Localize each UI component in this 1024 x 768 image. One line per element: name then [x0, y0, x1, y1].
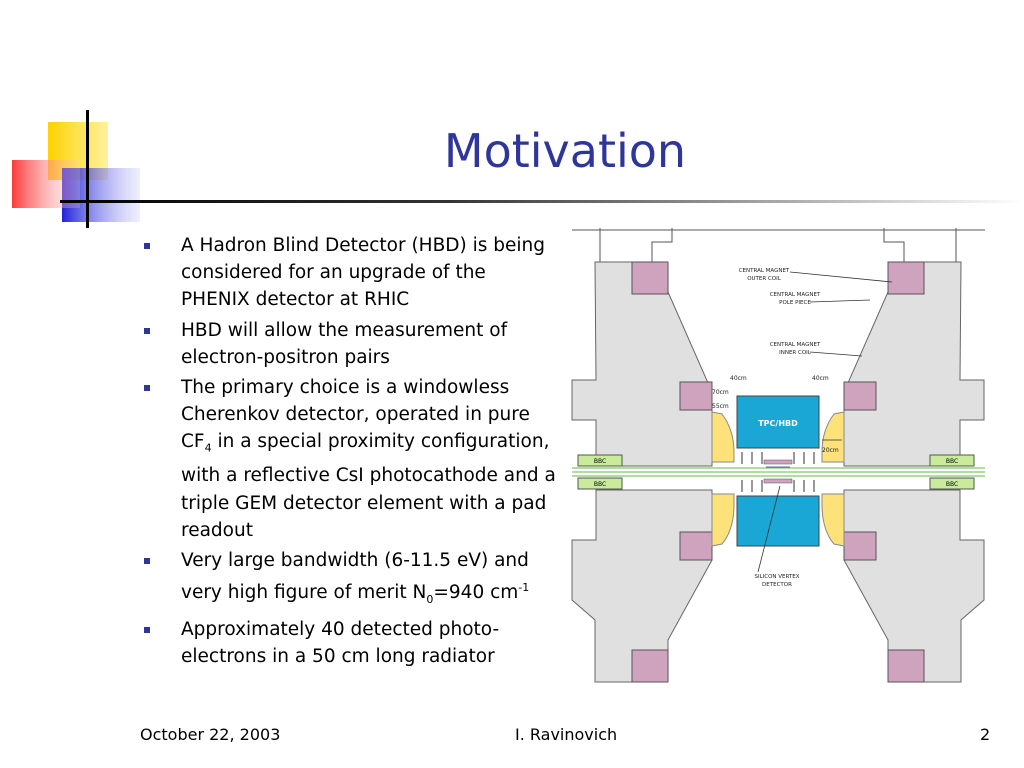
footer-date: October 22, 2003: [140, 725, 281, 744]
tpc-hbd-upper: [736, 395, 820, 449]
bbc-label-4: BBC: [946, 481, 958, 488]
footer-page-number: 2: [980, 725, 991, 744]
title-rule: [60, 200, 1024, 203]
dim-70cm: 70cm: [712, 389, 729, 396]
dimension-labels: 40cm 40cm 70cm 55cm 20cm: [712, 375, 839, 454]
bullet-list: A Hadron Blind Detector (HBD) is being c…: [140, 232, 560, 674]
magnet-coils: [631, 261, 925, 683]
bbc-detectors: [577, 454, 975, 490]
bullet-bandwidth: Very large bandwidth (6-11.5 eV) and ver…: [140, 547, 560, 613]
bbc-label-1: BBC: [594, 458, 606, 465]
subscript: 4: [204, 442, 212, 456]
bullet-measurement: HBD will allow the measurement of electr…: [140, 317, 560, 371]
dim-40cm-right: 40cm: [812, 375, 829, 382]
bbc-label-3: BBC: [946, 458, 958, 465]
tpc-hbd-label: TPC/HBD: [758, 419, 798, 428]
bullet-text: =940 cm: [433, 582, 519, 604]
beam-pipe: [572, 467, 985, 477]
bullet-text: The primary choice is a windowless Chere…: [181, 377, 530, 453]
magnet-labels: CENTRAL MAGNET OUTER COIL CENTRAL MAGNET…: [739, 268, 821, 588]
bullet-text: in a special proximity configuration, wi…: [181, 431, 556, 541]
bullet-hbd-upgrade: A Hadron Blind Detector (HBD) is being c…: [140, 232, 560, 314]
phenix-detector-diagram: TPC/HBD BBC BBC BBC BBC: [571, 228, 985, 683]
vertical-line: [86, 110, 89, 228]
outer-coil-label-2: OUTER COIL: [747, 276, 782, 282]
subscript: 0: [426, 592, 434, 606]
bbc-label-2: BBC: [594, 481, 606, 488]
frame-lines: [572, 228, 985, 263]
bullet-text: HBD will allow the measurement of electr…: [181, 319, 508, 368]
pole-pieces: [711, 411, 845, 547]
dim-20cm: 20cm: [822, 447, 839, 454]
bullet-primary-choice: The primary choice is a windowless Chere…: [140, 374, 560, 544]
bullet-text: Very large bandwidth (6-11.5 eV) and ver…: [181, 549, 529, 604]
bullet-photoelectrons: Approximately 40 detected photo-electron…: [140, 616, 560, 670]
dim-40cm-left: 40cm: [730, 375, 747, 382]
tpc-hbd-lower: [736, 495, 820, 547]
pole-piece-label-1: CENTRAL MAGNET: [770, 292, 821, 298]
pole-piece-label-2: POLE PIECE: [779, 300, 811, 306]
svtx-label-1: SILICON VERTEX: [754, 574, 799, 580]
inner-coil-label-2: INNER COIL: [779, 350, 812, 356]
footer-author: I. Ravinovich: [515, 725, 618, 744]
dim-55cm: 55cm: [712, 403, 729, 410]
slide-title: Motivation: [443, 124, 687, 178]
outer-coil-label-1: CENTRAL MAGNET: [739, 268, 790, 274]
inner-detector-lines: [741, 452, 815, 492]
inner-coil-label-1: CENTRAL MAGNET: [770, 342, 821, 348]
superscript: -1: [518, 581, 530, 595]
leader-lines: [757, 271, 893, 573]
bullet-text: Approximately 40 detected photo-electron…: [181, 619, 500, 668]
svtx-label-2: DETECTOR: [762, 582, 792, 588]
bullet-text: A Hadron Blind Detector (HBD) is being c…: [181, 235, 546, 311]
decorative-squares: [12, 110, 140, 228]
